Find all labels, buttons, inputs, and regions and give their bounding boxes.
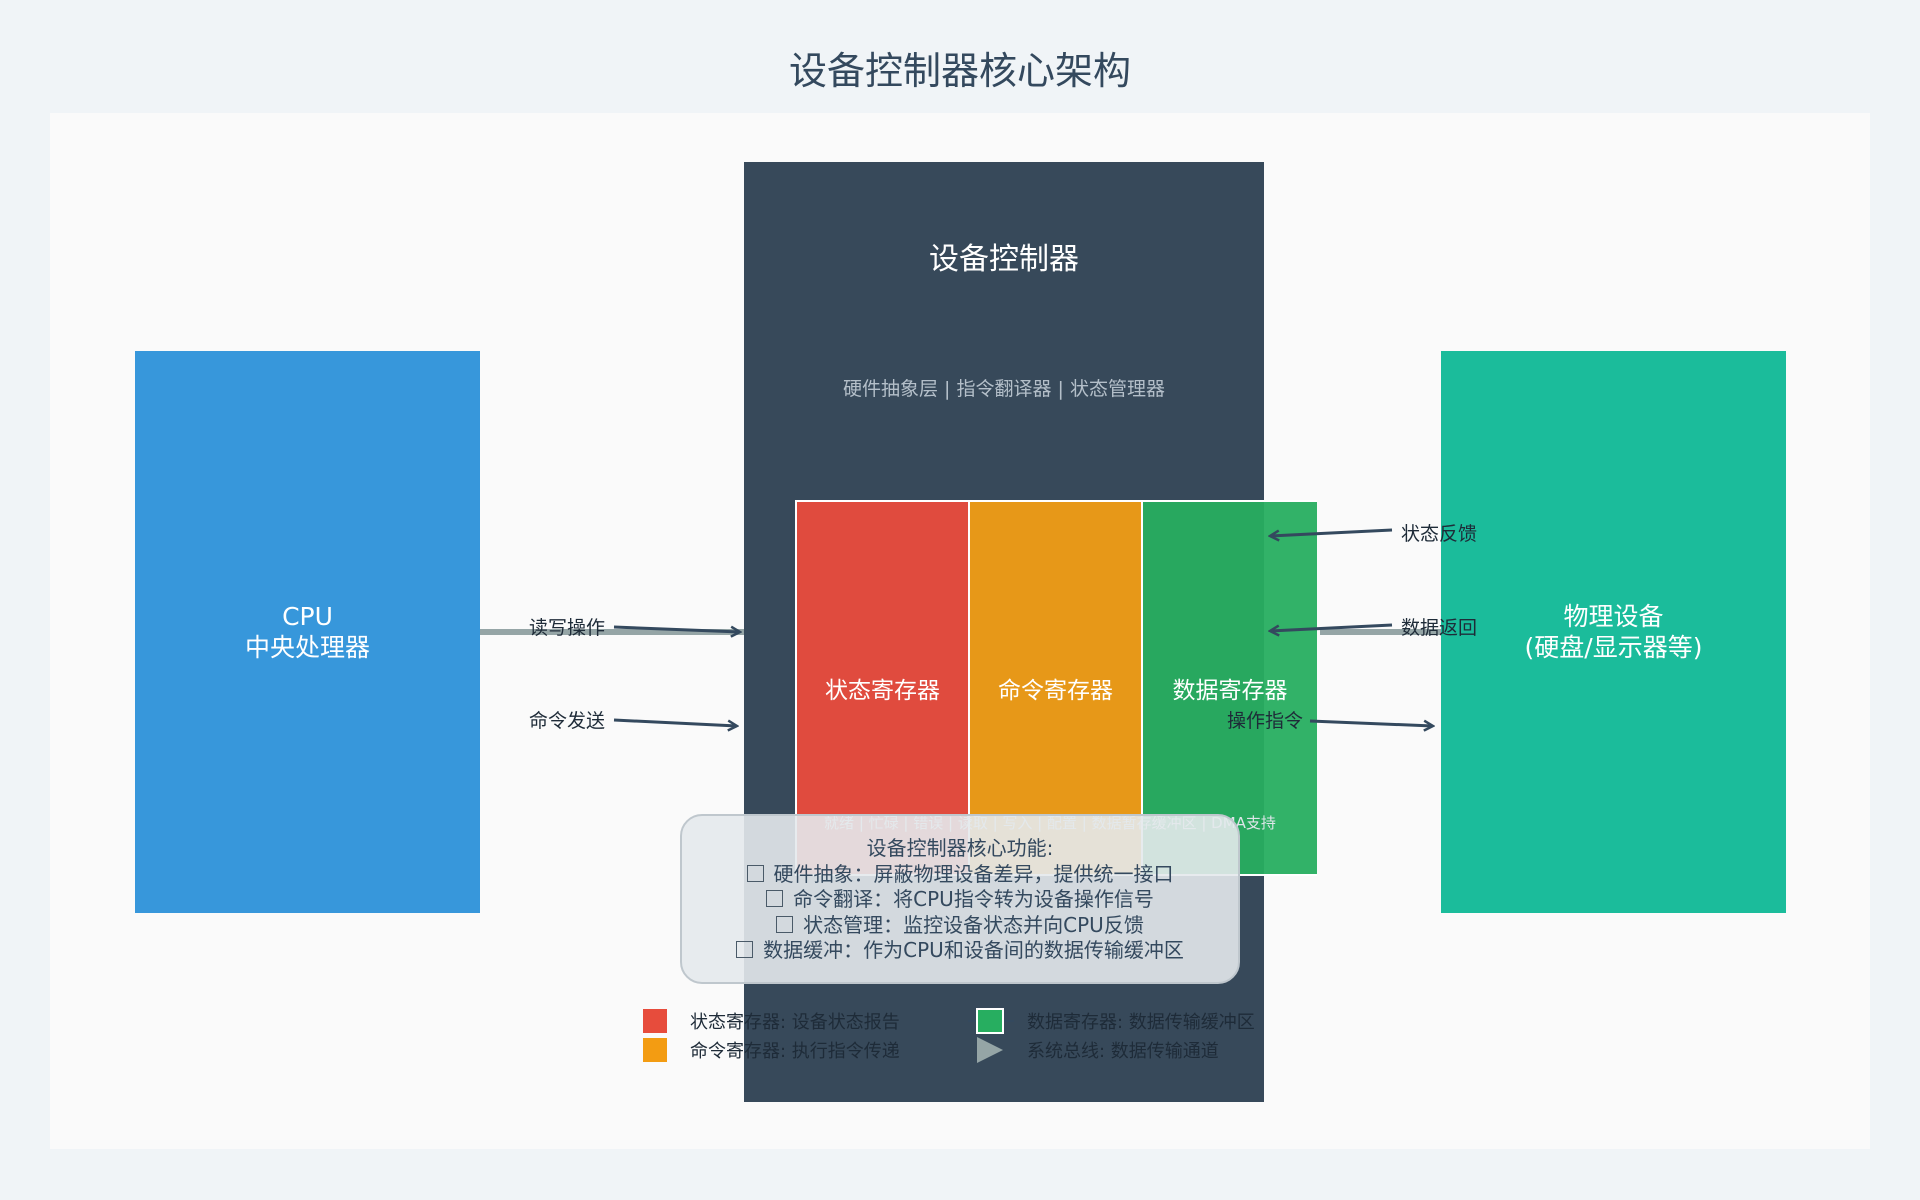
checkbox-icon xyxy=(776,915,794,933)
legend-item-bus: 系统总线: 数据传输通道 xyxy=(1027,1041,1219,1062)
data-register-label: 数据寄存器 xyxy=(1172,678,1288,704)
legend-item-command: 命令寄存器: 执行指令传递 xyxy=(690,1041,900,1062)
core-function-item: 状态管理：监控设备状态并向CPU反馈 xyxy=(682,913,1238,939)
core-functions-title: 设备控制器核心功能: xyxy=(866,836,1054,860)
read-write-arrow xyxy=(613,625,740,632)
gray-triangle-icon xyxy=(977,1037,1003,1063)
checkbox-icon xyxy=(736,941,754,958)
device-sublabel: (硬盘/显示器等) xyxy=(1524,633,1703,662)
core-function-item: 命令翻译：将CPU指令转为设备操作信号 xyxy=(682,887,1238,913)
cpu-label: CPU xyxy=(282,602,333,631)
legend-item-status: 状态寄存器: 设备状态报告 xyxy=(690,1012,900,1033)
status-register-label: 状态寄存器 xyxy=(825,678,940,704)
cpu-sublabel: 中央处理器 xyxy=(244,633,370,662)
operation-command-label: 操作指令 xyxy=(1227,710,1304,732)
device-label: 物理设备 xyxy=(1563,602,1664,631)
status-feedback-label: 状态反馈 xyxy=(1401,523,1478,545)
checkbox-icon xyxy=(746,864,764,882)
checkbox-icon xyxy=(766,890,784,907)
operation-command-arrow xyxy=(1309,719,1433,726)
command-send-label: 命令发送 xyxy=(529,710,606,732)
status-feedback-arrow xyxy=(1270,528,1393,536)
core-function-item: 数据缓冲：作为CPU和设备间的数据传输缓冲区 xyxy=(682,938,1238,964)
data-return-arrow xyxy=(1270,623,1393,631)
command-register-label: 命令寄存器 xyxy=(998,678,1113,704)
orange-square-icon xyxy=(643,1038,667,1062)
controller-subtitle: 硬件抽象层 | 指令翻译器 | 状态管理器 xyxy=(843,378,1165,400)
data-register: 数据寄存器 xyxy=(1141,500,1317,876)
green-square-line-icon xyxy=(968,1008,1014,1034)
physical-device-block: 物理设备 (硬盘/显示器等) xyxy=(1441,351,1786,913)
read-write-label: 读写操作 xyxy=(529,617,606,639)
core-functions-box: 设备控制器核心功能: 硬件抽象：屏蔽物理设备差异，提供统一接口 命令翻译：将CP… xyxy=(680,814,1240,984)
data-return-label: 数据返回 xyxy=(1401,617,1478,639)
red-square-icon xyxy=(643,1009,667,1033)
core-function-item: 硬件抽象：屏蔽物理设备差异，提供统一接口 xyxy=(682,862,1238,888)
page-title: 设备控制器核心架构 xyxy=(788,49,1131,93)
legend-item-data: 数据寄存器: 数据传输缓冲区 xyxy=(1027,1012,1255,1033)
command-send-arrow xyxy=(613,718,737,726)
cpu-block: CPU 中央处理器 xyxy=(135,351,480,913)
controller-title: 设备控制器 xyxy=(929,242,1079,277)
